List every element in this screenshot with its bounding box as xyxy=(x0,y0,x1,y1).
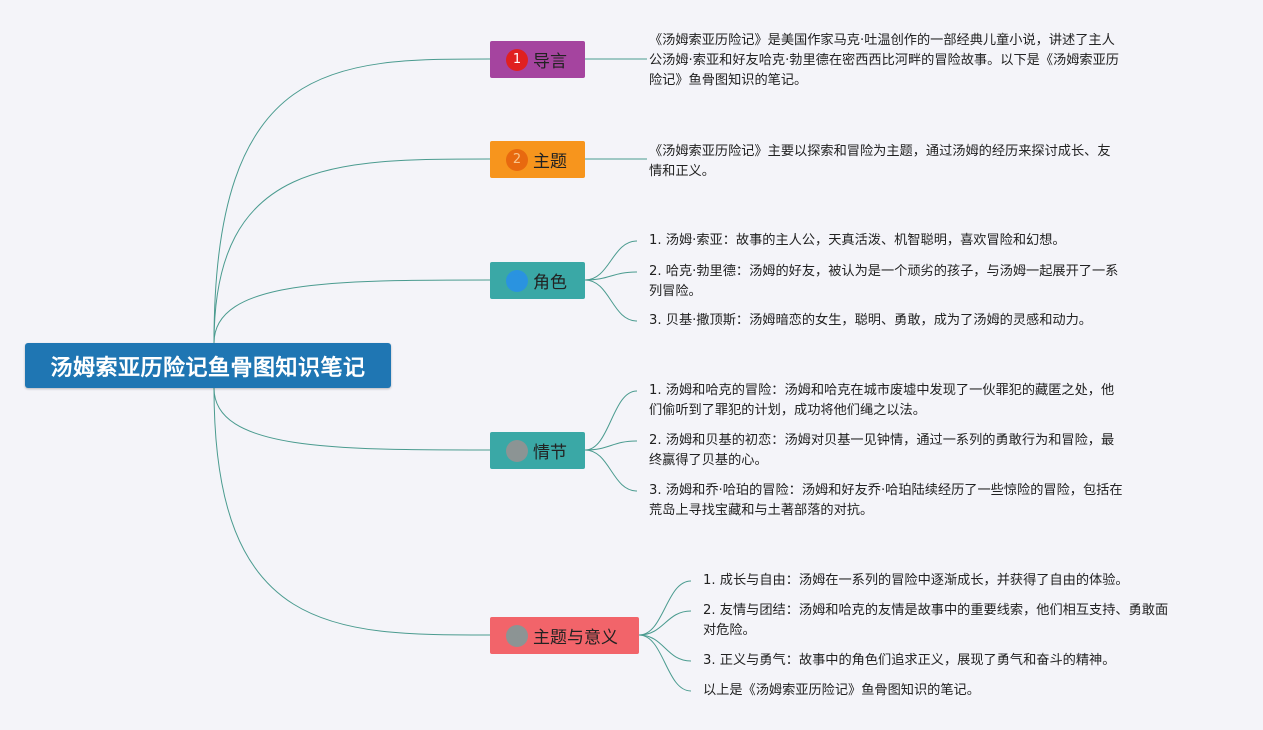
branch-label: 角色 xyxy=(533,273,567,293)
leaf-note: 2. 汤姆和贝基的初恋：汤姆对贝基一见钟情，通过一系列的勇敢行为和冒险，最终赢得… xyxy=(649,431,1114,471)
leaf-note-line: 3. 贝基·撒顶斯：汤姆暗恋的女生，聪明、勇敢，成为了汤姆的灵感和动力。 xyxy=(649,313,1092,328)
branch-label: 情节 xyxy=(533,443,567,463)
leaf-note: 1. 汤姆和哈克的冒险：汤姆和哈克在城市废墟中发现了一伙罪犯的藏匿之处，他们偷听… xyxy=(649,381,1114,421)
root-branch-link xyxy=(213,387,491,451)
root-branch-link xyxy=(213,58,491,344)
leaf-note-line: 《汤姆索亚历险记》主要以探索和冒险为主题，通过汤姆的经历来探讨成长、友 xyxy=(649,144,1111,159)
leaf-note-line: 3. 汤姆和乔·哈珀的冒险：汤姆和好友乔·哈珀陆续经历了一些惊险的冒险，包括在 xyxy=(649,483,1123,498)
branch-number-badge: 5 xyxy=(506,624,528,647)
leaf-note-line: 《汤姆索亚历险记》是美国作家马克·吐温创作的一部经典儿童小说，讲述了主人 xyxy=(649,33,1115,48)
leaf-note: 2. 哈克·勃里德：汤姆的好友，被认为是一个顽劣的孩子，与汤姆一起展开了一系列冒… xyxy=(649,262,1118,302)
leaf-note-line: 2. 哈克·勃里德：汤姆的好友，被认为是一个顽劣的孩子，与汤姆一起展开了一系 xyxy=(649,264,1119,279)
root-title: 汤姆索亚历险记鱼骨图知识笔记 xyxy=(50,355,366,381)
leaf-note-line: 1. 成长与自由：汤姆在一系列的冒险中逐渐成长，并获得了自由的体验。 xyxy=(703,573,1129,588)
leaf-note-line: 们偷听到了罪犯的计划，成功将他们绳之以法。 xyxy=(649,403,926,418)
leaf-note: 3. 贝基·撒顶斯：汤姆暗恋的女生，聪明、勇敢，成为了汤姆的灵感和动力。 xyxy=(649,311,1092,331)
root-topic[interactable]: 汤姆索亚历险记鱼骨图知识笔记 xyxy=(25,343,391,388)
root-branch-link xyxy=(213,158,491,344)
leaf-note: 2. 友情与团结：汤姆和哈克的友情是故事中的重要线索，他们相互支持、勇敢面对危险… xyxy=(703,601,1168,641)
branch-leaf-link xyxy=(584,279,638,322)
leaf-note-line: 情和正义。 xyxy=(649,164,715,179)
leaf-note-line: 1. 汤姆和哈克的冒险：汤姆和哈克在城市废墟中发现了一伙罪犯的藏匿之处，他 xyxy=(649,383,1115,398)
leaf-note-line: 列冒险。 xyxy=(649,284,702,299)
branch-leaf-link xyxy=(638,610,692,636)
leaf-note-line: 2. 汤姆和贝基的初恋：汤姆对贝基一见钟情，通过一系列的勇敢行为和冒险，最 xyxy=(649,433,1115,448)
branch-leaf-link xyxy=(584,449,638,492)
leaf-note: 1. 成长与自由：汤姆在一系列的冒险中逐渐成长，并获得了自由的体验。 xyxy=(703,571,1129,591)
branch-leaf-link xyxy=(584,440,638,451)
branch-number-badge: 2 xyxy=(506,148,528,171)
leaf-note: 3. 正义与勇气：故事中的角色们追求正义，展现了勇气和奋斗的精神。 xyxy=(703,651,1115,671)
branch-label: 导言 xyxy=(533,52,567,72)
branch-leaf-link xyxy=(584,390,638,451)
root-branch-link xyxy=(213,279,491,344)
leaf-note: 《汤姆索亚历险记》主要以探索和冒险为主题，通过汤姆的经历来探讨成长、友情和正义。 xyxy=(649,142,1111,182)
branch-number-badge: 1 xyxy=(506,48,528,71)
branch-label: 主题 xyxy=(533,152,567,172)
branch-leaf-link xyxy=(638,634,692,662)
branch-leaf-link xyxy=(584,271,638,281)
branch-leaf-link xyxy=(584,240,638,281)
root-branch-link xyxy=(213,387,491,636)
leaf-note-line: 对危险。 xyxy=(703,623,756,638)
branch-number-badge: 3 xyxy=(506,269,528,292)
branch-leaf-link xyxy=(638,634,692,692)
leaf-note-line: 1. 汤姆·索亚：故事的主人公，天真活泼、机智聪明，喜欢冒险和幻想。 xyxy=(649,233,1066,248)
leaf-note-line: 3. 正义与勇气：故事中的角色们追求正义，展现了勇气和奋斗的精神。 xyxy=(703,653,1116,668)
leaf-note-line: 2. 友情与团结：汤姆和哈克的友情是故事中的重要线索，他们相互支持、勇敢面 xyxy=(703,603,1169,618)
leaf-note: 以上是《汤姆索亚历险记》鱼骨图知识的笔记。 xyxy=(703,681,980,701)
leaf-note: 1. 汤姆·索亚：故事的主人公，天真活泼、机智聪明，喜欢冒险和幻想。 xyxy=(649,231,1066,251)
leaf-note-line: 公汤姆·索亚和好友哈克·勃里德在密西西比河畔的冒险故事。以下是《汤姆索亚历 xyxy=(649,53,1119,68)
branch-leaf-link xyxy=(638,580,692,636)
leaf-note-line: 荒岛上寻找宝藏和与土著部落的对抗。 xyxy=(649,503,874,518)
leaf-note-line: 险记》鱼骨图知识的笔记。 xyxy=(649,73,808,88)
leaf-note: 《汤姆索亚历险记》是美国作家马克·吐温创作的一部经典儿童小说，讲述了主人公汤姆·… xyxy=(649,31,1119,91)
leaf-note-line: 以上是《汤姆索亚历险记》鱼骨图知识的笔记。 xyxy=(703,683,980,698)
leaf-note-line: 终赢得了贝基的心。 xyxy=(649,453,768,468)
leaf-note: 3. 汤姆和乔·哈珀的冒险：汤姆和好友乔·哈珀陆续经历了一些惊险的冒险，包括在荒… xyxy=(649,481,1123,521)
branch-label: 主题与意义 xyxy=(533,628,618,648)
branch-number-badge: 4 xyxy=(506,439,528,462)
